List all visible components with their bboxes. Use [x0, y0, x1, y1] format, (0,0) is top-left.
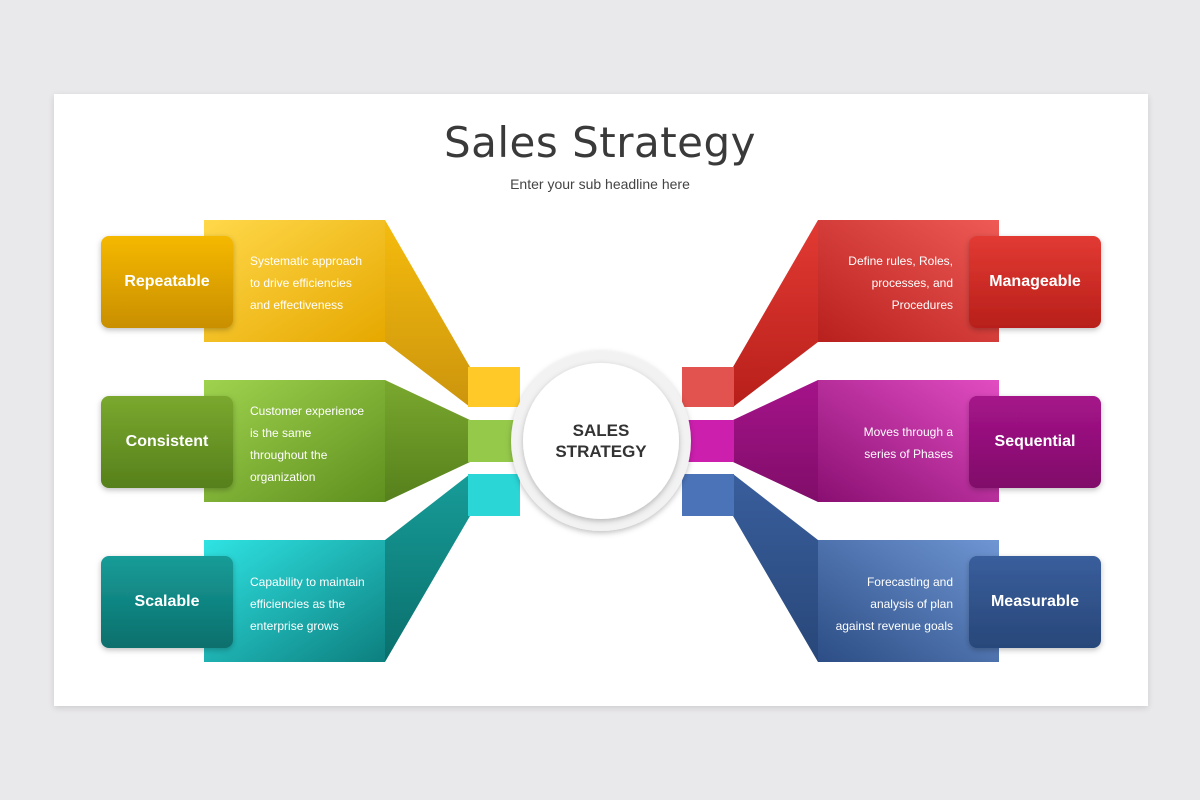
- consistent-label-box: [101, 396, 233, 488]
- desc-line: Customer experience: [250, 404, 365, 418]
- desc-repeatable: Systematic approach to drive efficiencie…: [250, 250, 362, 316]
- label-sequential: Sequential: [994, 433, 1076, 450]
- manageable-panel: [818, 220, 999, 342]
- consistent-connector: [385, 380, 470, 502]
- desc-line: Define rules, Roles,: [848, 254, 953, 268]
- label-repeatable: Repeatable: [124, 273, 210, 290]
- manageable-label-box: [969, 236, 1101, 328]
- center-label-line2: STRATEGY: [555, 442, 647, 461]
- page-subtitle: Enter your sub headline here: [510, 176, 690, 192]
- desc-line: efficiencies as the: [250, 597, 346, 611]
- measurable-panel: [818, 540, 999, 662]
- desc-sequential: Moves through a series of Phases: [800, 421, 953, 465]
- desc-line: Moves through a: [863, 425, 953, 439]
- desc-line: and effectiveness: [250, 298, 344, 312]
- measurable-label-box: [969, 556, 1101, 648]
- scalable-connector: [385, 474, 470, 662]
- desc-line: is the same: [250, 426, 312, 440]
- desc-line: series of Phases: [864, 447, 953, 461]
- repeatable-label-box: [101, 236, 233, 328]
- desc-line: Procedures: [891, 298, 953, 312]
- measurable-stub: [682, 474, 734, 516]
- repeatable-stub: [468, 367, 520, 407]
- sequential-panel: [818, 380, 999, 502]
- desc-line: Capability to maintain: [250, 575, 365, 589]
- center-label-line1: SALES: [572, 421, 630, 440]
- desc-consistent: Customer experience is the same througho…: [250, 400, 364, 488]
- page-title: Sales Strategy: [443, 118, 757, 167]
- manageable-stub: [682, 367, 734, 407]
- desc-measurable: Forecasting and analysis of plan against…: [800, 571, 953, 637]
- desc-line: processes, and: [871, 276, 953, 290]
- desc-line: organization: [250, 470, 316, 484]
- consistent-panel: [204, 380, 385, 502]
- label-scalable: Scalable: [134, 593, 200, 610]
- desc-line: throughout the: [250, 448, 328, 462]
- desc-line: Systematic approach: [250, 254, 363, 268]
- label-manageable: Manageable: [989, 273, 1081, 290]
- center-circle: [523, 363, 679, 519]
- desc-line: analysis of plan: [870, 597, 953, 611]
- repeatable-panel: [204, 220, 385, 342]
- scalable-label-box: [101, 556, 233, 648]
- desc-line: enterprise grows: [250, 619, 339, 633]
- label-measurable: Measurable: [990, 593, 1080, 610]
- measurable-connector: [733, 474, 818, 662]
- sequential-label-box: [969, 396, 1101, 488]
- scalable-stub: [468, 474, 520, 516]
- desc-manageable: Define rules, Roles, processes, and Proc…: [800, 250, 953, 316]
- sequential-connector: [733, 380, 818, 502]
- repeatable-connector: [385, 220, 470, 407]
- desc-line: Forecasting and: [866, 575, 953, 589]
- desc-line: against revenue goals: [835, 619, 953, 633]
- scalable-panel: [204, 540, 385, 662]
- desc-scalable: Capability to maintain efficiencies as t…: [250, 571, 365, 637]
- label-consistent: Consistent: [125, 433, 209, 450]
- desc-line: to drive efficiencies: [250, 276, 352, 290]
- manageable-connector: [733, 220, 818, 407]
- center-label: SALES STRATEGY: [522, 362, 680, 520]
